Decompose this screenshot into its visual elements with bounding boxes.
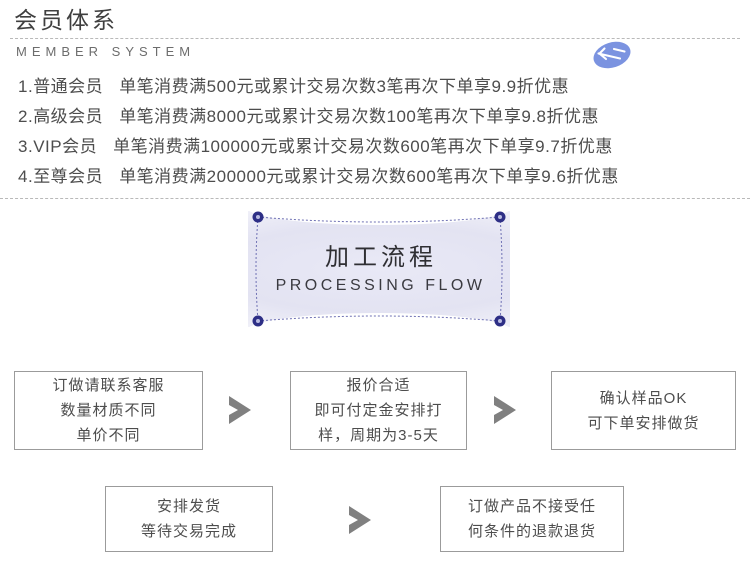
- member-tier-list: 1.普通会员单笔消费满500元或累计交易次数3笔再次下单享9.9折优惠 2.高级…: [0, 72, 750, 192]
- flow-step-no-refund: 订做产品不接受任 何条件的退款退货: [440, 486, 624, 552]
- flow-step-line: 确认样品OK: [599, 389, 688, 407]
- flow-step-line: 订做产品不接受任: [467, 498, 596, 515]
- page-subtitle: MEMBER SYSTEM: [16, 44, 196, 59]
- flow-step-line: 何条件的退款退货: [467, 523, 596, 540]
- flow-step-sample-confirmed: 确认样品OK 可下单安排做货: [551, 371, 736, 450]
- chevron-right-icon: [486, 390, 526, 430]
- member-index: 2.: [18, 107, 34, 126]
- flow-step-line: 等待交易完成: [140, 523, 237, 540]
- member-rule: 单笔消费满200000元或累计交易次数600笔再次下单享9.6折优惠: [119, 167, 619, 186]
- banner-title-cn: 加工流程: [325, 243, 437, 271]
- banner-dashed-frame: [252, 211, 506, 327]
- member-index: 4.: [18, 167, 34, 186]
- header-divider: [10, 38, 740, 39]
- banner-title-en: PROCESSING FLOW: [275, 276, 486, 294]
- flow-step-line: 样，周期为3-5天: [318, 427, 439, 444]
- processing-flow-banner: 加工流程 PROCESSING FLOW: [246, 207, 512, 331]
- leaf-arrow-icon: [590, 40, 634, 70]
- list-item: 1.普通会员单笔消费满500元或累计交易次数3笔再次下单享9.9折优惠: [0, 72, 750, 102]
- list-item: 2.高级会员单笔消费满8000元或累计交易次数100笔再次下单享9.8折优惠: [0, 102, 750, 132]
- member-index: 3.: [18, 137, 34, 156]
- banner-top-curve: [246, 207, 512, 225]
- page-title: 会员体系: [14, 7, 118, 33]
- member-rule: 单笔消费满8000元或累计交易次数100笔再次下单享9.8折优惠: [119, 107, 600, 126]
- flow-step-contact-service: 订做请联系客服 数量材质不同 单价不同: [14, 371, 203, 450]
- member-system-header: 会员体系 MEMBER SYSTEM: [0, 0, 750, 69]
- chevron-right-icon: [341, 500, 381, 540]
- member-rule: 单笔消费满100000元或累计交易次数600笔再次下单享9.7折优惠: [113, 137, 613, 156]
- flow-step-line: 即可付定金安排打: [314, 402, 443, 419]
- member-rule: 单笔消费满500元或累计交易次数3笔再次下单享9.9折优惠: [119, 77, 570, 96]
- flow-step-line: 数量材质不同: [60, 402, 157, 419]
- member-index: 1.: [18, 77, 34, 96]
- flow-step-arrange-shipment: 安排发货 等待交易完成: [105, 486, 273, 552]
- member-tier: VIP会员: [33, 137, 98, 156]
- flow-step-line: 报价合适: [346, 377, 411, 394]
- banner-text-group: 加工流程 PROCESSING FLOW: [248, 211, 510, 327]
- member-tier: 至尊会员: [33, 167, 104, 186]
- banner-rivets: [252, 211, 506, 327]
- member-tier: 普通会员: [33, 77, 104, 96]
- flow-step-quote-accepted: 报价合适 即可付定金安排打 样，周期为3-5天: [290, 371, 467, 450]
- section-divider: [0, 198, 750, 199]
- list-item: 4.至尊会员单笔消费满200000元或累计交易次数600笔再次下单享9.6折优惠: [0, 162, 750, 192]
- chevron-right-icon: [221, 390, 261, 430]
- banner-background: [248, 211, 510, 327]
- flow-step-line: 安排发货: [156, 498, 221, 515]
- flow-step-line: 订做请联系客服: [52, 377, 165, 394]
- flow-step-line: 单价不同: [76, 427, 141, 444]
- list-item: 3.VIP会员单笔消费满100000元或累计交易次数600笔再次下单享9.7折优…: [0, 132, 750, 162]
- flow-step-line: 可下单安排做货: [587, 414, 700, 432]
- member-tier: 高级会员: [33, 107, 104, 126]
- banner-bottom-curve: [246, 313, 512, 331]
